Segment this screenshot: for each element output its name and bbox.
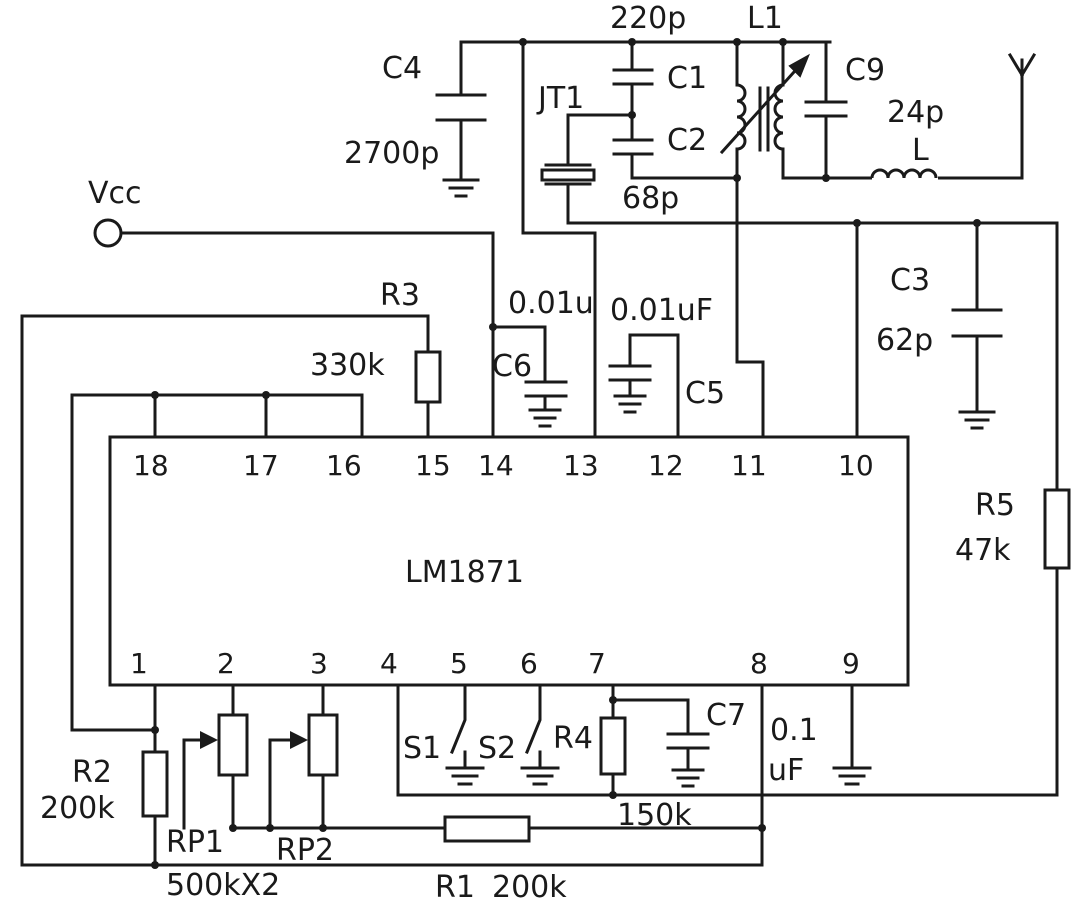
r3-value: 330k	[310, 348, 385, 383]
pin-8-label: 8	[750, 647, 768, 680]
s2-label: S2	[478, 731, 516, 766]
c1-value: 220p	[610, 1, 686, 36]
pin-14-label: 14	[478, 449, 514, 482]
capacitor-c7	[611, 698, 710, 788]
pin-1-label: 1	[130, 647, 148, 680]
c5-label: C5	[685, 376, 725, 411]
pin-9-label: 9	[842, 647, 860, 680]
ic-name: LM1871	[405, 555, 524, 590]
pin-11-label: 11	[731, 449, 767, 482]
c4-label: C4	[382, 51, 422, 86]
r2-label: R2	[72, 755, 112, 790]
pins-18-17-16-bus	[70, 391, 364, 732]
potentiometer-rp1	[182, 683, 766, 832]
rp-value: 500kX2	[166, 868, 280, 903]
capacitor-c4	[435, 38, 832, 198]
capacitor-c3	[951, 221, 1003, 430]
l1-label: L1	[747, 1, 783, 36]
pin-11-wire	[735, 176, 765, 439]
r4-value: 150k	[617, 798, 692, 833]
rp2-label: RP2	[276, 833, 334, 868]
antenna-icon	[1007, 52, 1037, 180]
c7-label: C7	[706, 698, 746, 733]
pin-7-label: 7	[588, 647, 606, 680]
pin-18-label: 18	[133, 449, 169, 482]
pin-13-label: 13	[563, 449, 599, 482]
c9-value: 24p	[887, 95, 944, 130]
rp1-label: RP1	[166, 825, 224, 860]
pin-5-label: 5	[450, 647, 468, 680]
pin-6-label: 6	[520, 647, 538, 680]
pin-10-label: 10	[838, 449, 874, 482]
r1-value: 200k	[492, 870, 567, 905]
resistor-r1	[443, 815, 531, 843]
resistor-r5	[396, 221, 1071, 799]
inductor-l	[870, 168, 938, 186]
pin-15-label: 15	[415, 449, 451, 482]
c3-label: C3	[890, 263, 930, 298]
capacitor-c5	[608, 333, 680, 439]
c7-value-line2: uF	[768, 753, 804, 788]
r4-label: R4	[553, 721, 593, 756]
pin-2-label: 2	[217, 647, 235, 680]
c1-label: C1	[667, 61, 707, 96]
pin-16-label: 16	[326, 449, 362, 482]
pin-12-label: 12	[648, 449, 684, 482]
s1-label: S1	[403, 731, 441, 766]
crystal-jt1	[540, 113, 1059, 227]
capacitor-c9	[804, 40, 848, 180]
r1-label: R1	[435, 870, 475, 905]
c3-value: 62p	[876, 323, 933, 358]
l-label: L	[912, 133, 929, 168]
c5-value: 0.01uF	[610, 293, 713, 328]
c6-label: C6	[492, 349, 532, 384]
switch-s2	[520, 683, 560, 786]
switch-s1	[445, 683, 485, 786]
r5-value: 47k	[955, 533, 1011, 568]
vcc-label: Vcc	[88, 176, 142, 211]
c2-value: 68p	[622, 181, 679, 216]
pin-4-label: 4	[380, 647, 398, 680]
c7-value-line1: 0.1	[770, 713, 818, 748]
pin-9-ground	[832, 683, 872, 786]
transformer-l1	[719, 38, 1024, 182]
potentiometer-rp2	[268, 683, 339, 832]
r2-value: 200k	[40, 791, 115, 826]
c9-label: C9	[845, 53, 885, 88]
vcc-terminal	[93, 218, 547, 439]
c2-label: C2	[667, 123, 707, 158]
r3-label: R3	[380, 278, 420, 313]
c6-value: 0.01u	[508, 286, 594, 321]
pin-3-label: 3	[310, 647, 328, 680]
c4-value: 2700p	[344, 136, 439, 171]
lm1871-ic-body	[108, 435, 910, 687]
resistor-r2	[141, 683, 764, 869]
r5-label: R5	[975, 488, 1015, 523]
resistor-r3	[20, 314, 442, 867]
pin-17-label: 17	[243, 449, 279, 482]
capacitor-c6	[524, 380, 568, 428]
jt1-label: JT1	[536, 81, 584, 116]
pin-13-wire	[521, 40, 597, 439]
